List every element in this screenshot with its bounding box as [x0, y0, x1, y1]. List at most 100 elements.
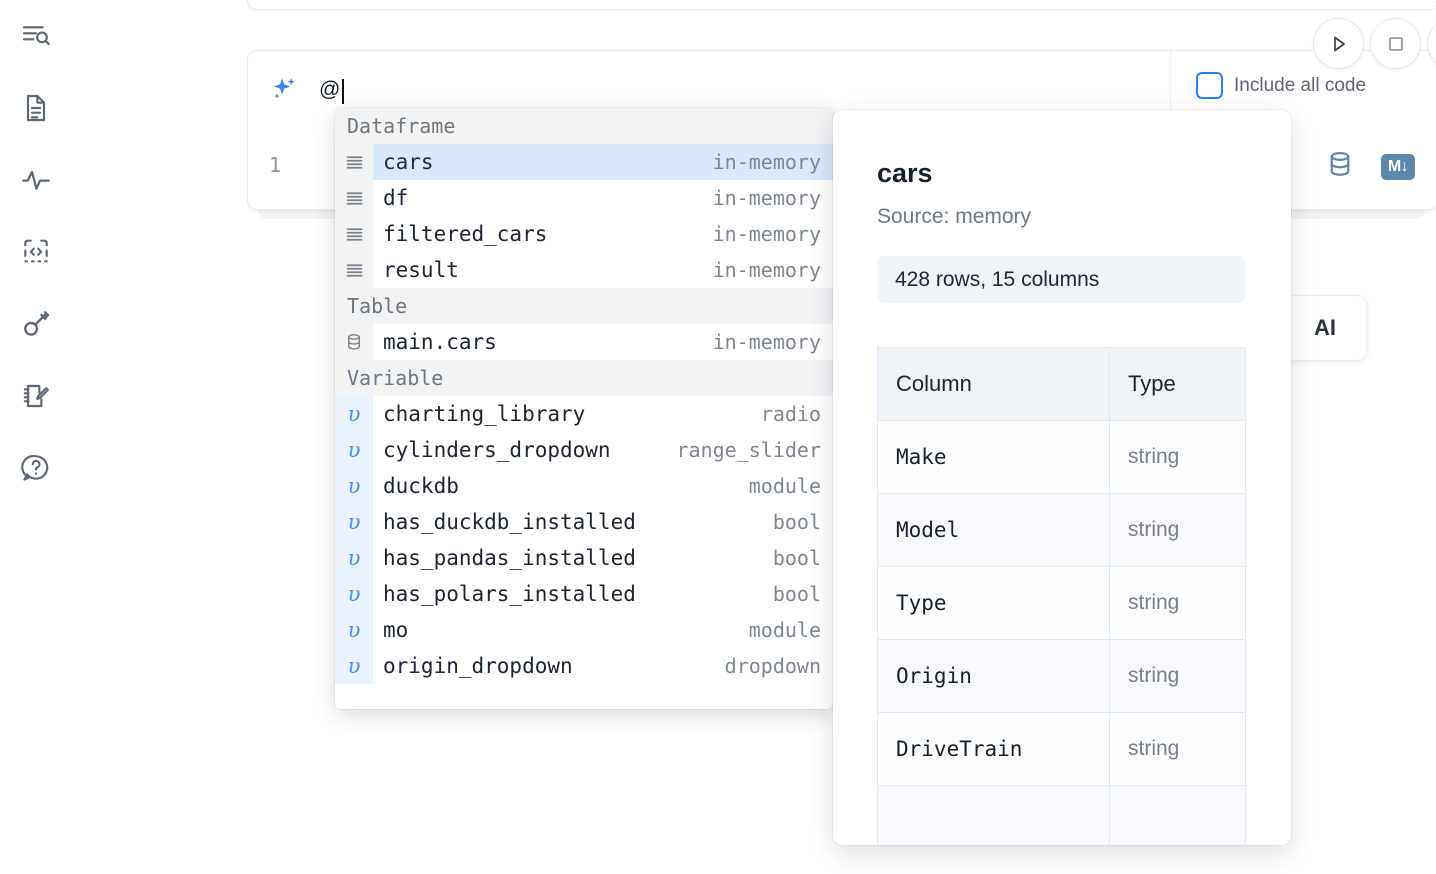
- completion-item[interactable]: cars in-memory: [335, 144, 833, 180]
- doc-column-type: [1109, 785, 1246, 845]
- completion-section-header: Dataframe: [335, 108, 833, 144]
- completion-item-body: has_duckdb_installed bool: [373, 504, 833, 540]
- previous-cell-partial: [247, 0, 1436, 10]
- dataframe-icon: [335, 216, 373, 252]
- activity-icon[interactable]: [14, 158, 58, 202]
- completion-item-type: module: [748, 474, 821, 498]
- completion-item-type: bool: [772, 546, 821, 570]
- completion-item-body: duckdb module: [373, 468, 833, 504]
- completion-item-type: in-memory: [712, 222, 821, 246]
- completion-item-type: in-memory: [712, 150, 821, 174]
- variable-icon: υ: [335, 396, 373, 432]
- include-all-code-checkbox[interactable]: [1196, 72, 1223, 99]
- completion-item-name: origin_dropdown: [383, 654, 573, 678]
- doc-header-type: Type: [1109, 347, 1246, 421]
- line-number: 1: [269, 153, 282, 177]
- completion-item-body: filtered_cars in-memory: [373, 216, 833, 252]
- variable-icon: υ: [335, 432, 373, 468]
- scratchpad-icon[interactable]: [14, 374, 58, 418]
- variable-icon: υ: [335, 468, 373, 504]
- completion-item-type: bool: [772, 510, 821, 534]
- doc-column-name: Type: [877, 566, 1110, 640]
- completion-item-type: range_slider: [676, 438, 822, 462]
- doc-column-name: Model: [877, 493, 1110, 567]
- stop-button[interactable]: [1370, 18, 1421, 69]
- dataframe-icon: [335, 180, 373, 216]
- completion-item-name: mo: [383, 618, 409, 642]
- markdown-label: M: [1387, 157, 1401, 175]
- doc-shape-badge: 428 rows, 15 columns: [877, 256, 1245, 303]
- completion-item[interactable]: df in-memory: [335, 180, 833, 216]
- completion-item-name: duckdb: [383, 474, 459, 498]
- sparkle-icon: [267, 73, 301, 107]
- ai-prompt-row: @: [248, 51, 1170, 129]
- search-outline-icon[interactable]: [14, 14, 58, 58]
- completion-item-name: has_duckdb_installed: [383, 510, 636, 534]
- doc-column-type: string: [1109, 420, 1246, 494]
- completion-item-type: in-memory: [712, 258, 821, 282]
- completion-item-name: has_pandas_installed: [383, 546, 636, 570]
- cell-type-icons: M↓: [1325, 149, 1415, 184]
- dataframe-icon: [335, 252, 373, 288]
- left-icon-rail: [0, 0, 72, 874]
- completion-item[interactable]: filtered_cars in-memory: [335, 216, 833, 252]
- doc-column-type: string: [1109, 493, 1246, 567]
- variable-icon: υ: [335, 540, 373, 576]
- include-all-code-label: Include all code: [1234, 74, 1367, 96]
- completion-item-name: main.cars: [383, 330, 497, 354]
- file-icon[interactable]: [14, 86, 58, 130]
- completion-item[interactable]: υ has_duckdb_installed bool: [335, 504, 833, 540]
- doc-header-column: Column: [877, 347, 1110, 421]
- completion-item[interactable]: υ cylinders_dropdown range_slider: [335, 432, 833, 468]
- doc-column-name: Make: [877, 420, 1110, 494]
- completion-item[interactable]: υ origin_dropdown dropdown: [335, 648, 833, 684]
- variable-icon: υ: [335, 612, 373, 648]
- doc-column-type: string: [1109, 639, 1246, 713]
- code-snippet-icon[interactable]: [14, 230, 58, 274]
- doc-title: cars: [877, 158, 933, 188]
- help-icon[interactable]: [14, 446, 58, 490]
- doc-source: Source: memory: [877, 205, 1032, 228]
- ai-chip-label: AI: [1314, 315, 1336, 340]
- completion-item-name: df: [383, 186, 409, 210]
- completion-item-name: charting_library: [383, 402, 586, 426]
- variable-icon: υ: [335, 648, 373, 684]
- doc-table-row: [877, 785, 1246, 845]
- variable-icon: υ: [335, 504, 373, 540]
- completion-item-type: dropdown: [724, 654, 821, 678]
- database-icon[interactable]: [1325, 149, 1355, 184]
- completion-item-body: df in-memory: [373, 180, 833, 216]
- variable-icon: υ: [335, 576, 373, 612]
- include-all-code-control[interactable]: Include all code: [1196, 72, 1366, 99]
- completion-item-name: cylinders_dropdown: [383, 438, 611, 462]
- run-button[interactable]: [1313, 18, 1364, 69]
- database-icon: [335, 324, 373, 360]
- completion-item-type: in-memory: [712, 186, 821, 210]
- completion-item[interactable]: υ has_pandas_installed bool: [335, 540, 833, 576]
- ai-prompt-input[interactable]: @: [319, 70, 1170, 110]
- markdown-icon[interactable]: M↓: [1381, 153, 1415, 180]
- completion-item-name: filtered_cars: [383, 222, 548, 246]
- key-icon[interactable]: [14, 302, 58, 346]
- completion-item-type: bool: [772, 582, 821, 606]
- completion-section-header: Variable: [335, 360, 833, 396]
- text-caret: [341, 78, 344, 104]
- ai-prompt-value: @: [319, 78, 341, 101]
- completion-item-name: cars: [383, 150, 434, 174]
